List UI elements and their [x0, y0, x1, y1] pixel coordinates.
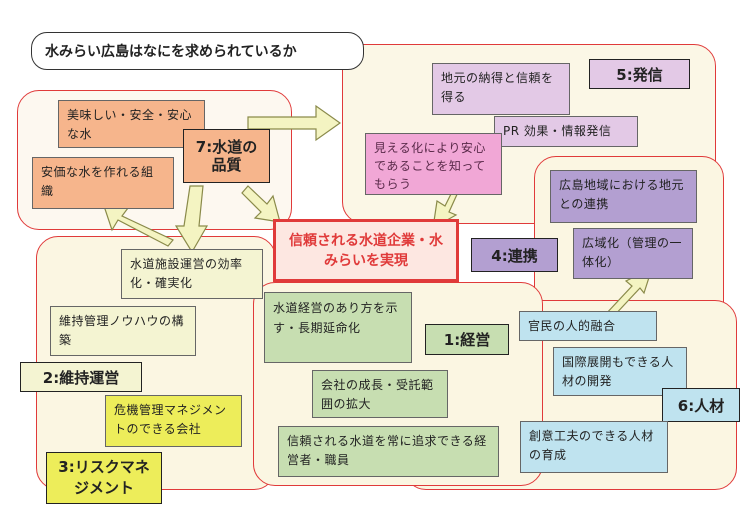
label-quality: 7:水道の品質 — [183, 129, 270, 183]
box-kiki: 危機管理マネジメントのできる会社 — [105, 395, 242, 447]
page-title: 水みらい広島はなにを求められているか — [31, 32, 364, 70]
box-souifu: 創意工夫のできる人材の育成 — [520, 421, 668, 473]
label-renkei: 4:連携 — [471, 238, 558, 272]
label-jinzai: 6:人材 — [662, 388, 740, 422]
box-chimoto: 地元の納得と信頼を得る — [432, 63, 570, 115]
box-pr: PR 効果・情報発信 — [494, 116, 638, 147]
box-arikata: 水道経営のあり方を示す・長期延命化 — [264, 292, 412, 363]
label-keiei: 1:経営 — [425, 324, 509, 355]
box-anka: 安価な水を作れる組織 — [32, 157, 174, 209]
center-goal: 信頼される水道企業・水みらいを実現 — [273, 219, 459, 282]
arrow-down-icon — [174, 185, 209, 254]
label-risk: 3:リスクマネジメント — [46, 452, 162, 504]
box-kanmin: 官民の人的融合 — [519, 311, 657, 341]
box-kokusai: 国際展開もできる人材の開発 — [553, 347, 687, 396]
label-hasshin: 5:発信 — [589, 59, 690, 89]
arrow-down-right-icon — [241, 185, 281, 223]
box-shinrai: 信頼される水道を常に追求できる経営者・職員 — [278, 426, 499, 477]
box-oishii: 美味しい・安全・安心な水 — [58, 100, 205, 148]
box-seichou: 会社の成長・受託範囲の拡大 — [312, 370, 448, 418]
box-kouiki: 広域化（管理の一体化） — [573, 228, 693, 279]
box-mieruka: 見える化により安心であることを知ってもらう — [365, 133, 502, 195]
box-kouritsu: 水道施設運営の効率化・確実化 — [121, 249, 263, 299]
box-knowhow: 維持管理ノウハウの構築 — [50, 306, 196, 356]
arrow-up-left-icon — [103, 205, 174, 247]
box-chiiki: 広島地域における地元との連携 — [550, 170, 697, 223]
label-iji: 2:維持運営 — [20, 362, 142, 392]
